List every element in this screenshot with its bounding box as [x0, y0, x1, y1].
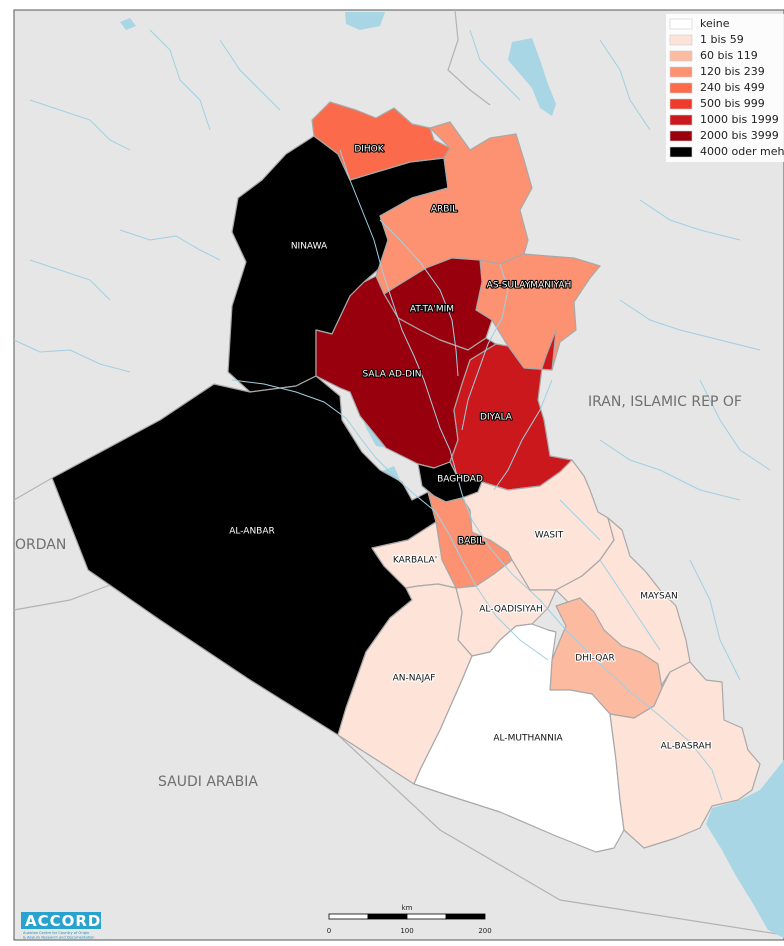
label-an-najaf: AN-NAJAF — [393, 674, 436, 684]
label-baghdad: BAGHDAD — [437, 475, 483, 485]
legend-label-3: 120 bis 239 — [700, 65, 765, 78]
province-labels: NINAWA AL-ANBAR DIHOK ARBIL AS-SULAYMANI… — [228, 143, 712, 752]
scale-segment-3 — [406, 913, 447, 920]
label-babil: BABIL — [458, 537, 484, 547]
scale-tick-0: 0 — [327, 927, 331, 935]
scale-bar: km 0 100 200 — [327, 904, 492, 935]
logo-line-1: Austrian Centre for Country of Origin — [23, 931, 89, 935]
legend-swatch-7 — [669, 130, 693, 142]
legend-swatch-8 — [669, 146, 693, 158]
label-as-sulaymaniyah: AS-SULAYMANIYAH — [487, 281, 572, 291]
scale-unit: km — [402, 904, 413, 912]
scale-segment-4 — [445, 913, 486, 920]
label-al-qadisiyah: AL-QADISIYAH — [479, 605, 543, 615]
legend-swatch-2 — [669, 50, 693, 62]
provinces — [51, 101, 761, 853]
label-sala-ad-din: SALA AD-DIN — [363, 370, 422, 380]
country-label-jordan: ORDAN — [15, 537, 66, 553]
label-wasit: WASIT — [535, 531, 564, 541]
label-al-anbar: AL-ANBAR — [229, 527, 275, 537]
label-al-basrah: AL-BASRAH — [661, 742, 712, 752]
scale-segment-1 — [328, 913, 369, 920]
legend-swatch-1 — [669, 34, 693, 46]
legend-swatch-6 — [669, 114, 693, 126]
legend-label-8: 4000 oder mehr — [700, 145, 784, 158]
legend-swatch-4 — [669, 82, 693, 94]
legend-swatch-0 — [669, 18, 693, 30]
label-diyala: DIYALA — [480, 413, 513, 423]
province-al-muthannia[interactable] — [413, 623, 625, 853]
legend-label-4: 240 bis 499 — [700, 81, 765, 94]
logo-line-2: & Asylum Research and Documentation — [23, 936, 95, 940]
province-dihok[interactable] — [311, 101, 451, 181]
rivers — [13, 29, 771, 801]
lake-van — [345, 12, 385, 30]
label-arbil: ARBIL — [431, 205, 457, 215]
country-label-saudi-arabia: SAUDI ARABIA — [158, 774, 258, 790]
scale-tick-200: 200 — [478, 927, 491, 935]
accord-logo: ACCORD Austrian Centre for Country of Or… — [21, 912, 101, 940]
label-dhi-qar: DHI-QAR — [575, 654, 614, 664]
legend-label-7: 2000 bis 3999 — [700, 129, 779, 142]
persian-gulf — [706, 760, 784, 938]
legend-label-6: 1000 bis 1999 — [700, 113, 779, 126]
small-lake-north — [120, 18, 136, 30]
legend-swatch-5 — [669, 98, 693, 110]
scale-segment-2 — [367, 913, 408, 920]
legend: keine 1 bis 59 60 bis 119 120 bis 239 240 bi… — [666, 14, 784, 162]
label-dihok: DIHOK — [354, 145, 384, 155]
legend-label-0: keine — [700, 17, 730, 30]
legend-swatch-3 — [669, 66, 693, 78]
label-karbala: KARBALA' — [393, 556, 437, 566]
legend-label-2: 60 bis 119 — [700, 49, 758, 62]
scale-tick-100: 100 — [400, 927, 413, 935]
legend-label-1: 1 bis 59 — [700, 33, 744, 46]
country-label-iran: IRAN, ISLAMIC REP OF — [588, 394, 742, 410]
logo-box — [21, 912, 101, 929]
label-at-tamim: AT-TA'MIM — [410, 305, 454, 315]
lake-urmia — [508, 38, 556, 116]
logo-name: ACCORD — [25, 912, 101, 930]
label-ninawa: NINAWA — [291, 242, 328, 252]
label-maysan: MAYSAN — [640, 592, 678, 602]
legend-label-5: 500 bis 999 — [700, 97, 765, 110]
label-al-muthannia: AL-MUTHANNIA — [493, 734, 563, 744]
province-al-basrah[interactable] — [609, 661, 761, 849]
